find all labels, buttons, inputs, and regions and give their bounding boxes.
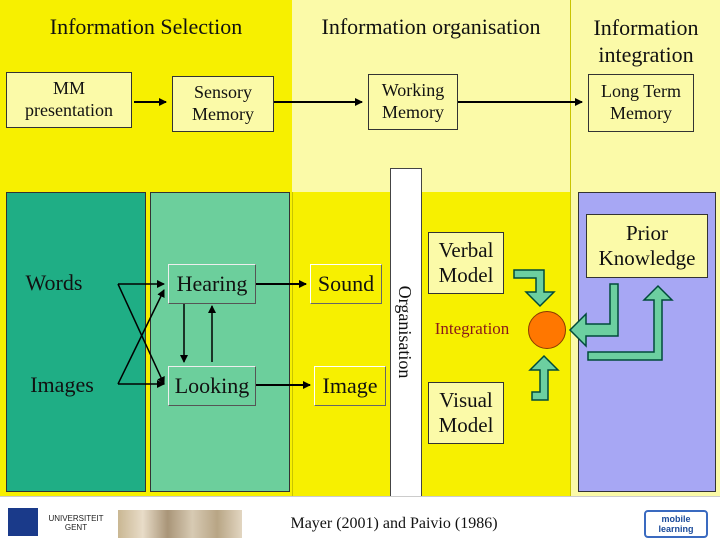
words-label: Words [25,270,83,295]
sensory-memory-box: Sensory Memory [172,76,274,132]
verbal-model-box: Verbal Model [428,232,504,294]
sound-box: Sound [310,264,382,304]
working-memory-box: Working Memory [368,74,458,130]
words-images-panel [6,192,146,492]
image-box: Image [314,366,386,406]
mobile-learning-logo: mobile learning [644,510,708,538]
university-logo-text: UNIVERSITEIT GENT [48,514,104,532]
prior-knowledge-box: Prior Knowledge [586,214,708,278]
visual-model-box: Visual Model [428,382,504,444]
integration-label: Integration [434,319,510,338]
integration-node [528,311,566,349]
column-title-selection: Information Selection [49,14,243,40]
university-logo [8,508,38,536]
column-title-organisation: Information organisation [321,14,541,40]
organisation-bar [390,168,422,500]
mm-presentation-box: MM presentation [6,72,132,128]
sensory-panel [150,192,290,492]
citation-text: Mayer (2001) and Paivio (1986) [290,515,498,532]
long-term-memory-box: Long Term Memory [588,74,694,132]
organisation-label: Organisation [395,285,416,379]
images-label: Images [30,372,94,397]
campus-photo-strip [118,510,242,538]
hearing-box: Hearing [168,264,256,304]
column-title-integration: Information integration [593,14,699,68]
looking-box: Looking [168,366,256,406]
